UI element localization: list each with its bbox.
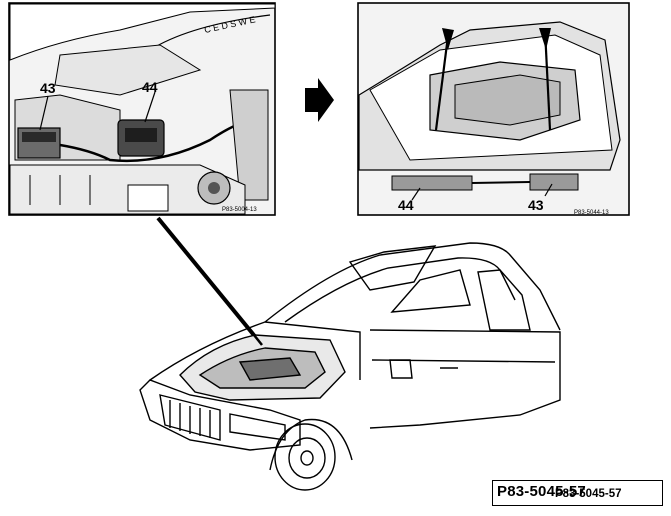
left-inset-panel: C E D S W E 43 44 P83-5004-13 xyxy=(8,2,276,216)
right-callout-43: 43 xyxy=(528,197,544,213)
figure-reference-label: P83-5045-57 xyxy=(497,483,586,500)
left-callout-43: 43 xyxy=(40,80,56,96)
car-illustration xyxy=(139,242,561,491)
location-pointer xyxy=(156,216,264,347)
right-inset-panel: 44 43 P83-5044-13 xyxy=(357,2,630,216)
left-photo-code: P83-5004-13 xyxy=(222,207,257,213)
figure-reference-label-overlap: P83-5045-57 xyxy=(555,488,622,500)
right-callout-44: 44 xyxy=(398,197,414,213)
left-callout-44: 44 xyxy=(142,79,158,95)
right-photo-code: P83-5044-13 xyxy=(574,210,609,216)
figure-reference-box: P83-5045-57 P83-5045-57 xyxy=(492,480,663,506)
right-arrow-icon xyxy=(305,78,334,122)
